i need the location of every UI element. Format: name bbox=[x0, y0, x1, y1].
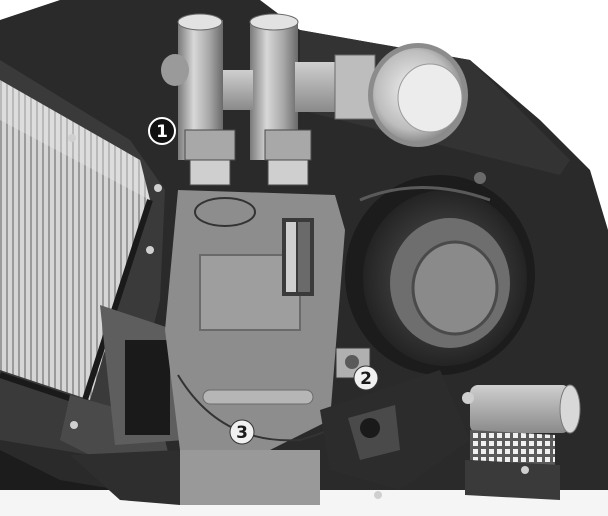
screws bbox=[68, 134, 529, 499]
thermostatic-knob bbox=[368, 43, 468, 147]
sensor-block bbox=[335, 347, 371, 379]
callout-1-number: 1 bbox=[156, 122, 168, 142]
callout-2-number: 2 bbox=[360, 369, 372, 389]
valve-assembly bbox=[161, 13, 376, 186]
lower-right-bracket bbox=[320, 370, 470, 490]
callout-3: 3 bbox=[229, 419, 255, 445]
callout-1: 1 bbox=[148, 117, 176, 145]
callout-3-number: 3 bbox=[236, 423, 248, 443]
lower-center-block bbox=[70, 450, 320, 505]
control-panel bbox=[165, 190, 346, 450]
callout-2: 2 bbox=[353, 365, 379, 391]
terminal-block bbox=[282, 218, 314, 296]
cylinder-fitting bbox=[462, 384, 581, 434]
grill-plate bbox=[465, 430, 560, 500]
fan-drum bbox=[345, 175, 535, 375]
